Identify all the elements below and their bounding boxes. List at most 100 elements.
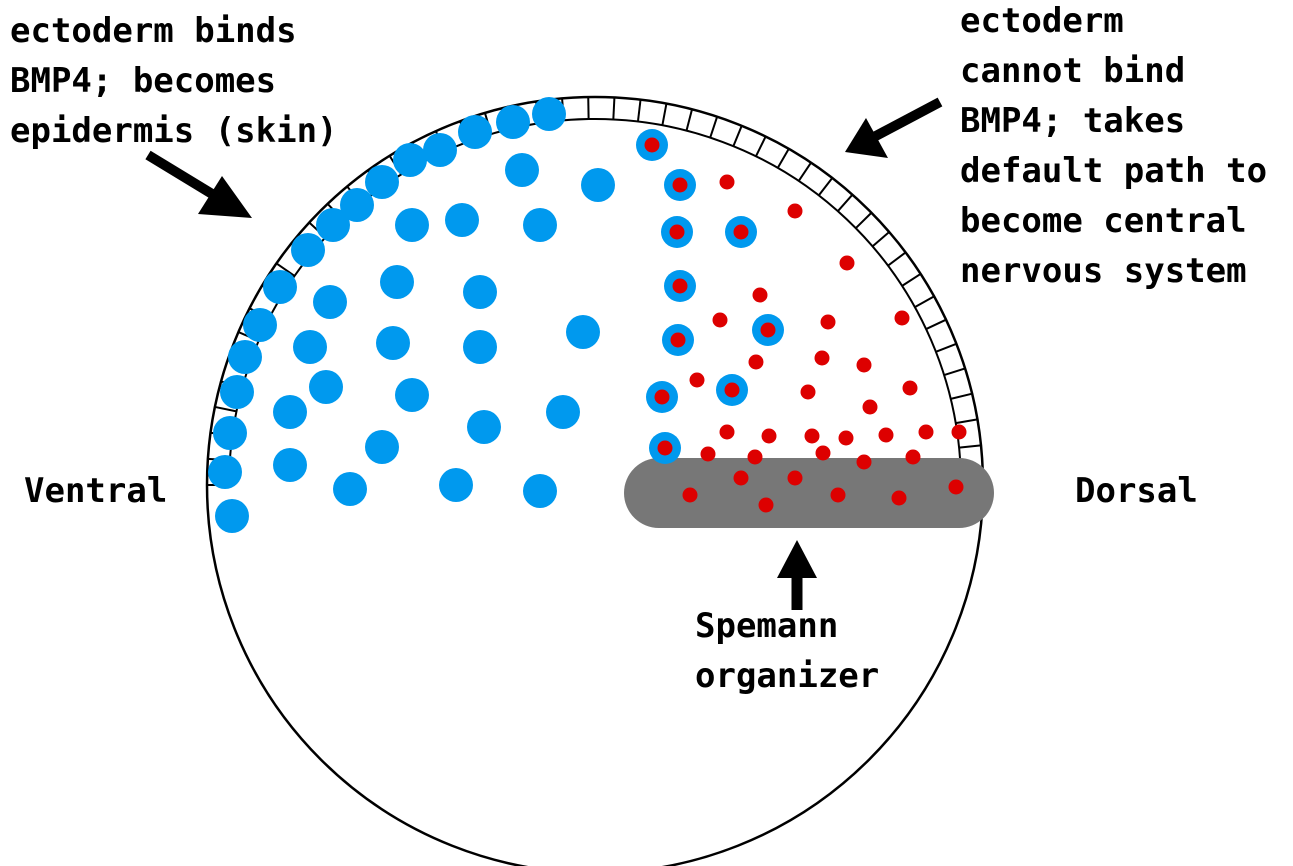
- bmp4-dot: [532, 97, 566, 131]
- bmp4-dot: [215, 499, 249, 533]
- ectoderm-cell-divider: [732, 125, 743, 147]
- label-neural-line-4: default path to: [960, 151, 1267, 191]
- bmp4-dot: [395, 208, 429, 242]
- ectoderm-cell-divider: [871, 231, 890, 248]
- bmp4-dot: [228, 340, 262, 374]
- label-organizer-line-2: organizer: [695, 656, 879, 696]
- signal-dot: [747, 449, 763, 465]
- ectoderm-cell-divider: [612, 97, 616, 120]
- bmp4-dot: [393, 143, 427, 177]
- signal-dot: [657, 440, 673, 456]
- bmp4-dot: [523, 208, 557, 242]
- signal-dot: [804, 428, 820, 444]
- signal-dot: [787, 203, 803, 219]
- signal-dot: [891, 490, 907, 506]
- label-spemann-organizer: Spemann organizer: [695, 606, 879, 696]
- label-neural-line-3: BMP4; takes: [960, 101, 1185, 141]
- signal-dot: [682, 487, 698, 503]
- signal-dot: [839, 255, 855, 271]
- ectoderm-cell-divider: [818, 177, 834, 197]
- signal-dot: [719, 174, 735, 190]
- signal-dot: [948, 479, 964, 495]
- signal-dot: [748, 354, 764, 370]
- label-neural-line-2: cannot bind: [960, 51, 1185, 91]
- bmp4-dot: [467, 410, 501, 444]
- label-organizer-line-1: Spemann: [695, 606, 838, 646]
- signal-dot: [830, 487, 846, 503]
- bmp4-dot: [463, 275, 497, 309]
- signal-dot: [644, 137, 660, 153]
- ectoderm-cell-divider: [855, 212, 873, 229]
- signal-dot: [700, 446, 716, 462]
- signal-dot: [838, 430, 854, 446]
- ectoderm-cell-divider: [958, 444, 982, 449]
- label-neural-line-5: become central: [960, 201, 1247, 241]
- signal-dot: [862, 399, 878, 415]
- signal-dot: [905, 449, 921, 465]
- bmp4-dot: [376, 326, 410, 360]
- signal-dot: [787, 470, 803, 486]
- bmp4-dot: [273, 395, 307, 429]
- ectoderm-cell-divider: [275, 262, 296, 277]
- label-epidermis: ectoderm binds BMP4; becomes epidermis (…: [10, 11, 338, 151]
- signal-dot: [719, 424, 735, 440]
- ectoderm-cell-divider: [709, 116, 719, 138]
- bmp4-dot: [365, 165, 399, 199]
- signal-dot: [733, 224, 749, 240]
- ectoderm-cell-divider: [776, 148, 790, 169]
- ectoderm-cell-divider: [214, 405, 237, 413]
- label-epidermis-line-1: ectoderm binds: [10, 11, 297, 51]
- bmp4-dot: [291, 233, 325, 267]
- signal-dot: [733, 470, 749, 486]
- ectoderm-cell-divider: [914, 295, 935, 308]
- bmp4-dot: [581, 168, 615, 202]
- bmp4-dot: [273, 448, 307, 482]
- bmp4-dot: [309, 370, 343, 404]
- label-neural-default: ectoderm cannot bind BMP4; takes default…: [960, 1, 1288, 291]
- ectoderm-cell-divider: [685, 109, 693, 131]
- label-neural-line-6: nervous system: [960, 251, 1247, 291]
- bmp4-dot: [316, 208, 350, 242]
- signal-dot: [918, 424, 934, 440]
- signal-dot: [758, 497, 774, 513]
- signal-dot: [672, 177, 688, 193]
- spemann-organizer-region: [624, 458, 994, 528]
- label-neural-line-1: ectoderm: [960, 1, 1124, 41]
- ectoderm-cell-divider: [955, 418, 978, 425]
- arrow-to-neural-ectoderm: [845, 97, 943, 158]
- bmp4-dot: [445, 203, 479, 237]
- bmp4-dot: [220, 375, 254, 409]
- signal-dot: [669, 224, 685, 240]
- signal-dot: [878, 427, 894, 443]
- bmp4-dot: [423, 133, 457, 167]
- ectoderm-cell-divider: [661, 103, 668, 126]
- signal-dot: [902, 380, 918, 396]
- bmp4-dot: [496, 105, 530, 139]
- bmp4-dot: [333, 472, 367, 506]
- bmp4-dot: [340, 188, 374, 222]
- bmp4-dot: [208, 455, 242, 489]
- ectoderm-cell-divider: [943, 367, 966, 377]
- bmp4-dot: [243, 308, 277, 342]
- signal-dot: [856, 454, 872, 470]
- label-epidermis-line-2: BMP4; becomes: [10, 61, 276, 101]
- label-epidermis-line-3: epidermis (skin): [10, 111, 338, 151]
- signal-dot: [761, 428, 777, 444]
- bmp4-dot: [546, 395, 580, 429]
- signal-dot: [712, 312, 728, 328]
- bmp4-dot: [293, 330, 327, 364]
- label-ventral: Ventral: [24, 471, 167, 511]
- ectoderm-cell-divider: [901, 273, 922, 287]
- label-dorsal: Dorsal: [1075, 471, 1198, 511]
- ectoderm-cell-divider: [935, 342, 957, 353]
- signal-dot: [951, 424, 967, 440]
- signal-dot: [760, 322, 776, 338]
- bmp4-dot: [263, 270, 297, 304]
- signal-dot: [815, 445, 831, 461]
- signal-dot: [752, 287, 768, 303]
- bmp4-dot: [380, 265, 414, 299]
- bmp4-dot: [458, 115, 492, 149]
- bmp4-dot: [439, 468, 473, 502]
- bmp4-dot: [505, 153, 539, 187]
- arrow-to-organizer: [777, 540, 817, 610]
